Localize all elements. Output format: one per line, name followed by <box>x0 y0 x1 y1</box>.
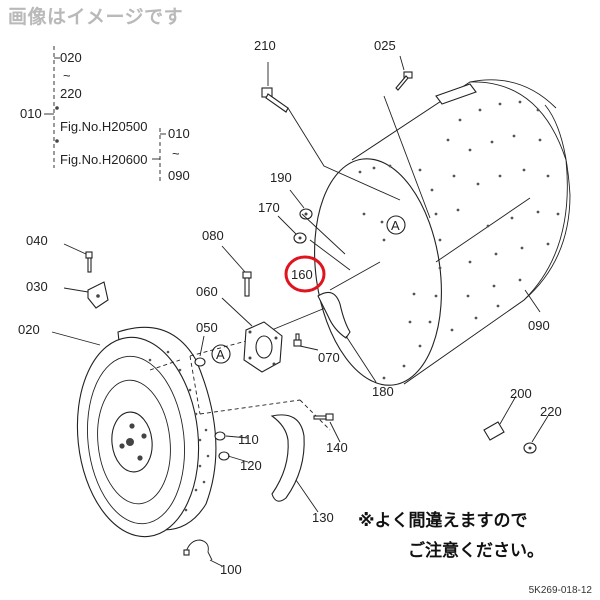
label-190: 190 <box>270 170 292 185</box>
label-220: 220 <box>540 404 562 419</box>
tree-range-tilde: ~ <box>63 68 71 83</box>
washer-120 <box>218 451 230 461</box>
reference-mark-a-drum: A <box>386 215 406 235</box>
label-160: 160 <box>291 267 313 282</box>
bolt-070 <box>293 333 302 347</box>
label-170: 170 <box>258 200 280 215</box>
cover-130 <box>270 414 305 502</box>
tree-fig1: Fig.No.H20500 <box>60 119 147 134</box>
leader-lines <box>51 55 549 567</box>
label-030: 030 <box>26 279 48 294</box>
nut-190 <box>299 208 313 220</box>
label-040: 040 <box>26 233 48 248</box>
pin-040 <box>85 251 93 273</box>
label-200: 200 <box>510 386 532 401</box>
tree-sub-top: 010 <box>168 126 190 141</box>
tree-range-top: 020 <box>60 50 82 65</box>
label-070: 070 <box>318 350 340 365</box>
bracket-030 <box>87 281 109 309</box>
label-060: 060 <box>196 284 218 299</box>
label-140: 140 <box>326 440 348 455</box>
disclaimer-text: 画像はイメージです <box>8 6 184 28</box>
label-025: 025 <box>374 38 396 53</box>
hub-060 <box>243 321 283 373</box>
pin-100 <box>183 539 213 561</box>
highlighted-part-160: 160 <box>284 255 326 293</box>
tree-fig2: Fig.No.H20600 <box>60 152 147 167</box>
label-050: 050 <box>196 320 218 335</box>
bolt-110 <box>214 431 226 441</box>
drum-090 <box>314 79 571 386</box>
label-090: 090 <box>528 318 550 333</box>
plate-200 <box>483 421 505 441</box>
drum-rivets <box>358 100 560 380</box>
warning-note-line2: ご注意ください。 <box>408 541 544 561</box>
tree-sub-tilde: ~ <box>172 146 180 161</box>
drawing-code: 5K269-018-12 <box>528 585 592 596</box>
bolt-140 <box>313 413 334 421</box>
reference-mark-a-wheel-text: A <box>216 347 225 362</box>
label-120: 120 <box>240 458 262 473</box>
label-110: 110 <box>238 432 259 447</box>
tree-sub-bottom: 090 <box>168 168 190 183</box>
tree-range-bottom: 220 <box>60 86 82 101</box>
label-130: 130 <box>312 510 334 525</box>
nut-220 <box>523 442 537 454</box>
washer-170 <box>293 232 307 244</box>
reference-mark-a-wheel: A <box>211 344 231 364</box>
warning-note-line1: ※よく間違えますので <box>358 511 528 531</box>
label-080: 080 <box>202 228 224 243</box>
bolt-025 <box>395 71 413 91</box>
tree-parent-label: 010 <box>20 106 42 121</box>
label-100: 100 <box>220 562 242 577</box>
reference-mark-a-drum-text: A <box>391 218 400 233</box>
part-labels: 210 025 190 170 080 040 030 020 060 050 … <box>18 38 562 577</box>
wheel-020 <box>76 326 217 538</box>
reference-tree: 010 020 ~ 220 Fig.No.H20500 Fig.No.H2060… <box>20 46 190 184</box>
bolt-080 <box>242 271 252 297</box>
nut-050 <box>194 357 206 367</box>
label-210: 210 <box>254 38 276 53</box>
label-020: 020 <box>18 322 40 337</box>
bolt-210 <box>261 87 289 113</box>
label-180: 180 <box>372 384 394 399</box>
clip-180 <box>317 291 351 339</box>
